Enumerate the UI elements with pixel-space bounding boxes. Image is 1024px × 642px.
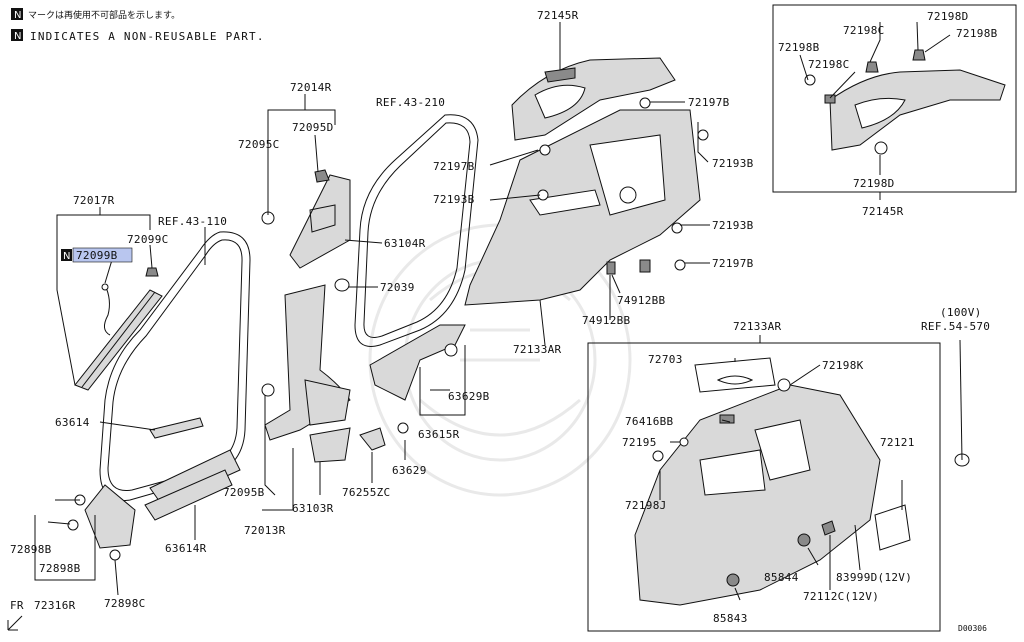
callout-72145R: 72145R	[862, 205, 904, 218]
callout-72198K: 72198K	[822, 359, 864, 372]
callout-72095B: 72095B	[223, 486, 265, 499]
callout-72198D: 72198D	[927, 10, 969, 23]
callout-76416BB: 76416BB	[625, 415, 674, 428]
leader-lines	[34, 21, 963, 601]
callout-72014R: 72014R	[290, 81, 332, 94]
callout-ref-43-110: REF.43-110	[158, 215, 227, 228]
non-reusable-badge	[61, 249, 72, 261]
quarter-upper-trim	[511, 57, 676, 141]
inset-box-upper	[772, 4, 1017, 193]
callout-72898B: 72898B	[10, 543, 52, 556]
callout-74912BB: 74912BB	[617, 294, 666, 307]
front-direction-indicator: FR	[7, 599, 24, 631]
callout-72133AR: 72133AR	[733, 320, 782, 333]
callout-72198D: 72198D	[853, 177, 895, 190]
callout-72193B: 72193B	[712, 219, 754, 232]
callout-ref-43-210: REF.43-210	[376, 96, 445, 109]
callout-72193B: 72193B	[433, 193, 475, 206]
callout-74912BB: 74912BB	[582, 314, 631, 327]
non-reusable-badge-en	[11, 29, 23, 41]
callout-labels: 72145R 72197B 72193B 72197B 72193B 72193…	[10, 9, 998, 625]
callout-72145R: 72145R	[537, 9, 579, 22]
highlighted-part-box[interactable]	[72, 247, 133, 263]
callout-72198B: 72198B	[778, 41, 820, 54]
badge-letter: N	[14, 10, 21, 21]
callout-72198B: 72198B	[956, 27, 998, 40]
callout-72316R: 72316R	[34, 599, 76, 612]
inset-box-lower	[587, 342, 970, 632]
callout-63629B: 63629B	[448, 390, 490, 403]
cowl-side-trim	[67, 484, 136, 561]
non-reusable-badge-jp	[11, 8, 23, 20]
callout-72197B: 72197B	[688, 96, 730, 109]
callout-72703: 72703	[648, 353, 683, 366]
callout-72121: 72121	[880, 436, 915, 449]
callout-63104R: 63104R	[384, 237, 426, 250]
direction-label: FR	[10, 599, 24, 612]
quarter-trim-main	[464, 97, 709, 306]
callout-72095C: 72095C	[238, 138, 280, 151]
callout-72112C: 72112C(12V)	[803, 590, 879, 603]
diagram-code: D00306	[958, 624, 987, 633]
callout-72095D: 72095D	[292, 121, 334, 134]
callout-72099B[interactable]: 72099B	[76, 249, 118, 262]
callout-72193B: 72193B	[712, 157, 754, 170]
callout-72195: 72195	[622, 436, 657, 449]
badge-letter: N	[63, 251, 70, 262]
header-notes: N マークは再使用不可部品を示します。 N INDICATES A NON-RE…	[11, 8, 265, 43]
a-pillar-trim	[74, 267, 163, 391]
callout-85843: 85843	[713, 612, 748, 625]
callout-72198J: 72198J	[625, 499, 667, 512]
front-arrow-icon	[7, 615, 23, 631]
callout-63614R: 63614R	[165, 542, 207, 555]
callout-72898C: 72898C	[104, 597, 146, 610]
callout-72197B: 72197B	[433, 160, 475, 173]
callout-72013R: 72013R	[244, 524, 286, 537]
b-pillar-trim	[261, 169, 351, 463]
callout-ref-54-570: REF.54-570	[921, 320, 990, 333]
badge-letter: N	[14, 31, 21, 42]
callout-72198C: 72198C	[843, 24, 885, 37]
callout-72898B: 72898B	[39, 562, 81, 575]
note-japanese: マークは再使用不可部品を示します。	[28, 9, 180, 21]
door-weatherstrip-rear	[354, 114, 479, 347]
callout-63615R: 63615R	[418, 428, 460, 441]
c-pillar-lower-trim	[359, 324, 466, 451]
callout-72039: 72039	[380, 281, 415, 294]
callout-83999D: 83999D(12V)	[836, 571, 912, 584]
note-english: INDICATES A NON-REUSABLE PART.	[30, 30, 265, 43]
callout-63103R: 63103R	[292, 502, 334, 515]
callout-76255ZC: 76255ZC	[342, 486, 390, 499]
callout-63629: 63629	[392, 464, 427, 477]
callout-72017R: 72017R	[73, 194, 115, 207]
callout-72197B: 72197B	[712, 257, 754, 270]
callout-85844: 85844	[764, 571, 799, 584]
callout-72198C: 72198C	[808, 58, 850, 71]
callout-100V: (100V)	[940, 306, 982, 319]
callout-72099C: 72099C	[127, 233, 169, 246]
callout-63614: 63614	[55, 416, 90, 429]
callout-72133AR: 72133AR	[513, 343, 562, 356]
scuff-plate	[144, 417, 241, 521]
